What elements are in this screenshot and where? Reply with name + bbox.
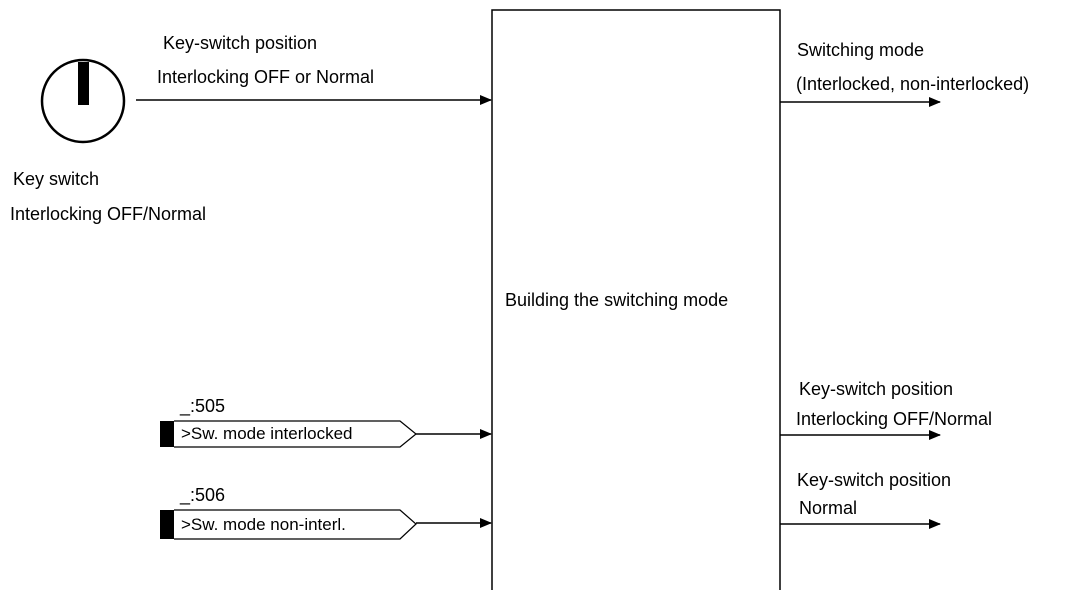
input-tag-label-non-interlocked: >Sw. mode non-interl. (181, 515, 346, 534)
input-id-505: _:505 (180, 396, 226, 416)
key-switch-input-label-line2: Interlocking OFF or Normal (157, 67, 375, 87)
block-label: Building the switching mode (505, 290, 729, 310)
input-tag-label-interlocked: >Sw. mode interlocked (181, 424, 353, 443)
key-switch-caption-line2: Interlocking OFF/Normal (10, 204, 207, 224)
output-switching-mode-line1: Switching mode (797, 40, 925, 60)
switching-mode-block (491, 9, 781, 590)
key-switch-caption-line1: Key switch (13, 169, 100, 189)
key-switch-input-label-line1: Key-switch position (163, 33, 318, 53)
output-interlocking-line2: Interlocking OFF/Normal (796, 409, 993, 429)
output-interlocking-line1: Key-switch position (799, 379, 954, 399)
input-tag-non-interlocked (160, 509, 417, 540)
output-normal-line2: Normal (799, 498, 858, 518)
input-id-506: _:506 (180, 485, 226, 505)
output-normal-line1: Key-switch position (797, 470, 952, 490)
key-switch-icon (40, 58, 126, 144)
output-switching-mode-line2: (Interlocked, non-interlocked) (796, 74, 1030, 94)
